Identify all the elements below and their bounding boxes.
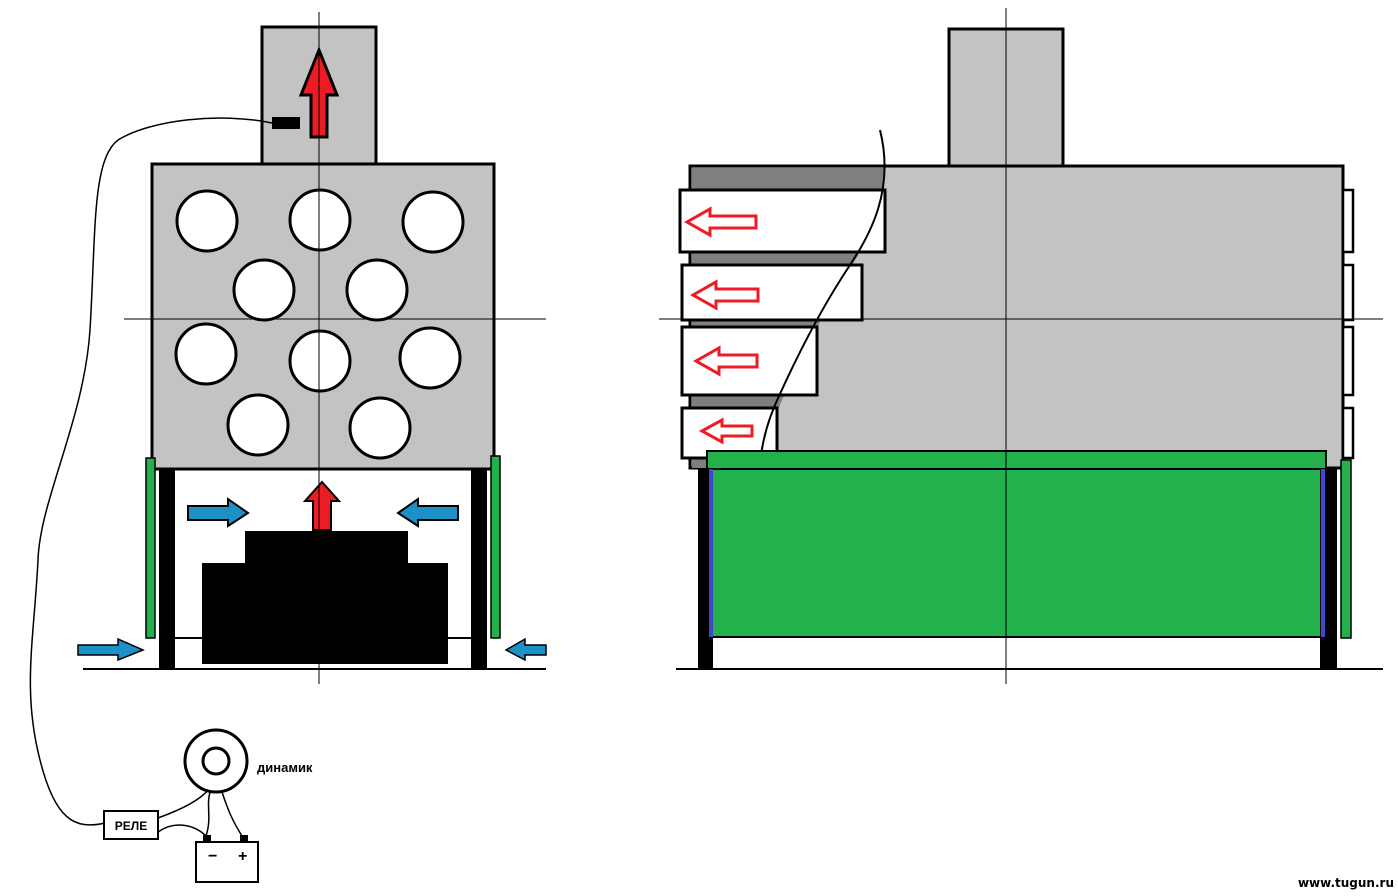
battery-icon [195,835,259,883]
arrow-up-icon [302,480,342,531]
right-side-panel [490,455,501,639]
hole [348,396,412,460]
circuit-wires [157,789,243,837]
sensor-wire [29,117,273,826]
shelf-holes [174,188,465,460]
hole [175,189,239,253]
side-view [659,8,1383,684]
front-view: динамик РЕЛЕ − + [29,12,547,883]
watermark: www.tugun.ru [1297,876,1394,890]
hole [226,393,290,457]
front-left-leg [159,469,175,669]
relay-label: РЕЛЕ [115,819,147,833]
smoke-sensor [272,117,300,129]
battery-minus: − [208,848,217,865]
green-end-panel [1340,459,1352,639]
speaker-icon [183,728,249,794]
arrow-right-icon [187,497,250,528]
arrow-left-icon [504,637,547,662]
battery-plus: + [238,848,247,865]
green-top-rail [706,450,1327,470]
arrow-left-icon [692,345,759,377]
arrow-left-icon [683,206,758,238]
hole [345,258,409,322]
speaker-label: динамик [257,760,313,775]
relay-box [103,810,159,840]
left-side-panel [145,457,156,639]
green-firebox [706,468,1327,638]
hole [288,188,352,252]
hole [288,329,352,393]
hole [398,326,462,390]
arrow-left-icon [689,279,760,311]
hole [174,322,238,386]
hole [401,190,465,254]
arrow-right-icon [77,637,145,662]
firebox [202,531,448,664]
hole [232,258,296,322]
front-right-leg [471,469,487,669]
arrow-left-icon [698,417,754,445]
arrow-left-icon [396,497,459,528]
